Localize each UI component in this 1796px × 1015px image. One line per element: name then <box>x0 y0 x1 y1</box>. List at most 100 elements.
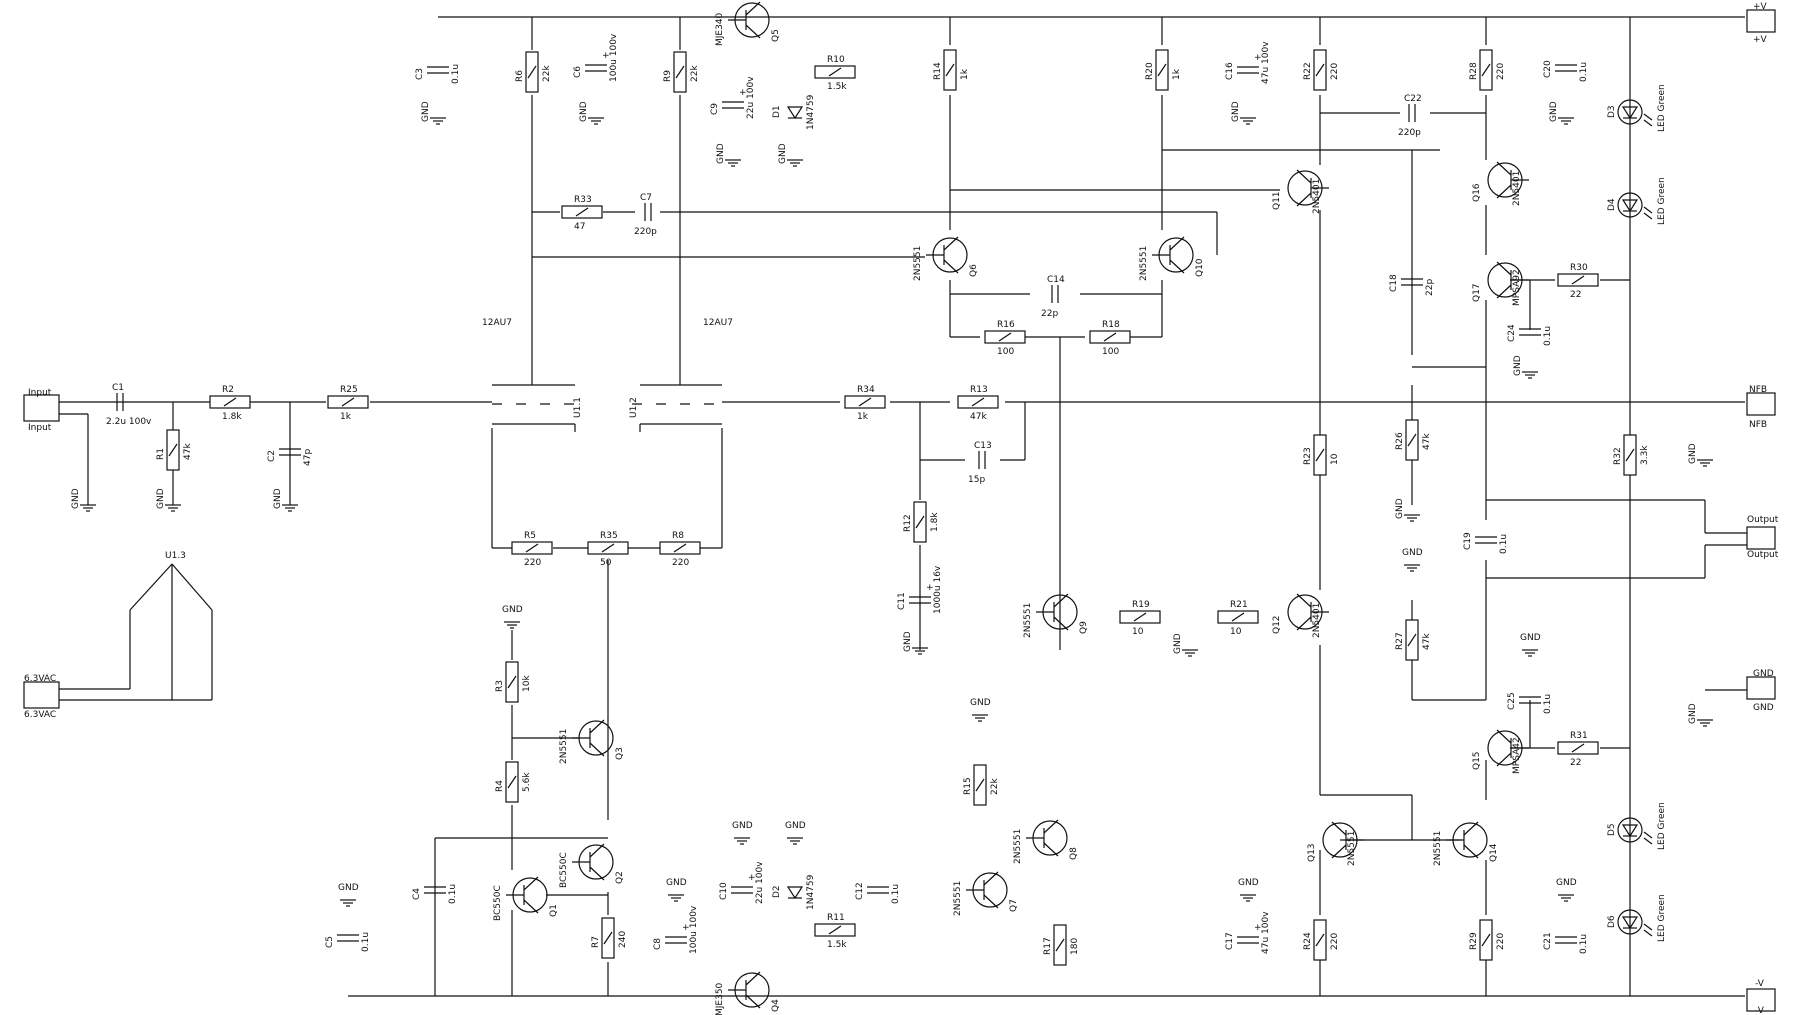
svg-text:-V: -V <box>1755 1006 1765 1015</box>
led-d3: D3 LED Green <box>1607 84 1667 132</box>
connector-vplus[interactable]: +V +V <box>1746 2 1776 45</box>
svg-text:+: + <box>748 873 756 883</box>
wires-output <box>1319 17 1747 996</box>
connector-heater[interactable]: 6.3VAC 6.3VAC <box>23 674 212 720</box>
svg-text:47: 47 <box>574 222 585 232</box>
svg-text:R28: R28 <box>1469 62 1479 80</box>
svg-text:6.3VAC: 6.3VAC <box>24 710 56 720</box>
svg-text:C19: C19 <box>1463 532 1473 550</box>
connector-vminus[interactable]: -V -V <box>1746 979 1776 1015</box>
svg-text:GND: GND <box>1753 669 1774 679</box>
svg-text:12AU7: 12AU7 <box>703 318 733 328</box>
svg-text:R29: R29 <box>1469 932 1479 950</box>
ground-symbol: GND <box>778 143 803 167</box>
svg-text:+: + <box>926 583 934 593</box>
svg-text:47k: 47k <box>970 412 987 422</box>
svg-text:GND: GND <box>156 488 166 509</box>
svg-text:GND: GND <box>716 143 726 164</box>
svg-text:C11: C11 <box>897 592 907 610</box>
connector-input[interactable]: Input Input <box>23 388 120 505</box>
svg-text:Q14: Q14 <box>1489 843 1499 862</box>
svg-text:C22: C22 <box>1404 94 1422 104</box>
svg-text:R17: R17 <box>1043 937 1053 955</box>
svg-text:R6: R6 <box>515 70 525 82</box>
ground-symbol: GND <box>1231 101 1256 125</box>
svg-text:2N5551: 2N5551 <box>1347 831 1357 866</box>
svg-text:100u 100v: 100u 100v <box>689 905 699 954</box>
svg-text:0.1u: 0.1u <box>891 884 901 904</box>
svg-text:180: 180 <box>1070 938 1080 955</box>
svg-text:D6: D6 <box>1607 915 1617 928</box>
svg-text:220: 220 <box>1496 63 1506 80</box>
connector-gnd[interactable]: GND GND <box>1746 669 1776 713</box>
svg-text:220: 220 <box>1330 933 1340 950</box>
svg-text:1000u 16v: 1000u 16v <box>933 565 943 614</box>
ground-symbol: GND <box>579 101 604 125</box>
svg-text:Q17: Q17 <box>1472 283 1482 302</box>
ground-symbol: GND <box>1395 498 1420 522</box>
svg-text:1.8k: 1.8k <box>930 512 940 532</box>
svg-text:GND: GND <box>1549 101 1559 122</box>
svg-text:D1: D1 <box>772 105 782 118</box>
svg-text:R1: R1 <box>156 448 166 460</box>
svg-text:LED Green: LED Green <box>1657 177 1667 225</box>
svg-text:C8: C8 <box>653 938 663 950</box>
svg-text:NFB: NFB <box>1749 385 1767 395</box>
svg-text:22u 100v: 22u 100v <box>746 76 756 119</box>
tube-u1-1: U1.1 12AU7 <box>482 317 583 548</box>
svg-text:GND: GND <box>778 143 788 164</box>
svg-text:Q2: Q2 <box>615 871 625 884</box>
svg-text:GND: GND <box>1231 101 1241 122</box>
wires-cathode <box>434 547 722 996</box>
svg-text:GND: GND <box>732 821 753 831</box>
ground-symbol: GND <box>1402 548 1423 572</box>
svg-text:0.1u: 0.1u <box>451 64 461 84</box>
svg-text:10: 10 <box>1230 627 1242 637</box>
svg-text:D3: D3 <box>1607 105 1617 118</box>
svg-text:C12: C12 <box>855 882 865 900</box>
ground-symbol: GND <box>1549 101 1574 125</box>
svg-text:50: 50 <box>600 558 612 568</box>
svg-text:R13: R13 <box>970 385 988 395</box>
svg-text:47u 100v: 47u 100v <box>1261 41 1271 84</box>
svg-text:LED Green: LED Green <box>1657 84 1667 132</box>
svg-text:GND: GND <box>903 631 913 652</box>
svg-text:R7: R7 <box>591 936 601 948</box>
ground-symbol: GND <box>1688 703 1713 727</box>
svg-text:47k: 47k <box>1422 633 1432 650</box>
svg-text:GND: GND <box>1753 703 1774 713</box>
svg-text:Output: Output <box>1747 550 1779 560</box>
connector-output[interactable]: Output Output <box>1746 515 1779 560</box>
svg-text:2N5551: 2N5551 <box>953 881 963 916</box>
svg-text:0.1u: 0.1u <box>1543 326 1553 346</box>
svg-text:C5: C5 <box>325 936 335 948</box>
connector-nfb[interactable]: NFB NFB <box>1746 385 1776 430</box>
svg-text:1.5k: 1.5k <box>827 82 847 92</box>
svg-text:R9: R9 <box>663 70 673 82</box>
svg-text:Q16: Q16 <box>1472 183 1482 202</box>
svg-text:100: 100 <box>997 347 1014 357</box>
svg-text:0.1u: 0.1u <box>1543 694 1553 714</box>
svg-text:R22: R22 <box>1303 62 1313 80</box>
